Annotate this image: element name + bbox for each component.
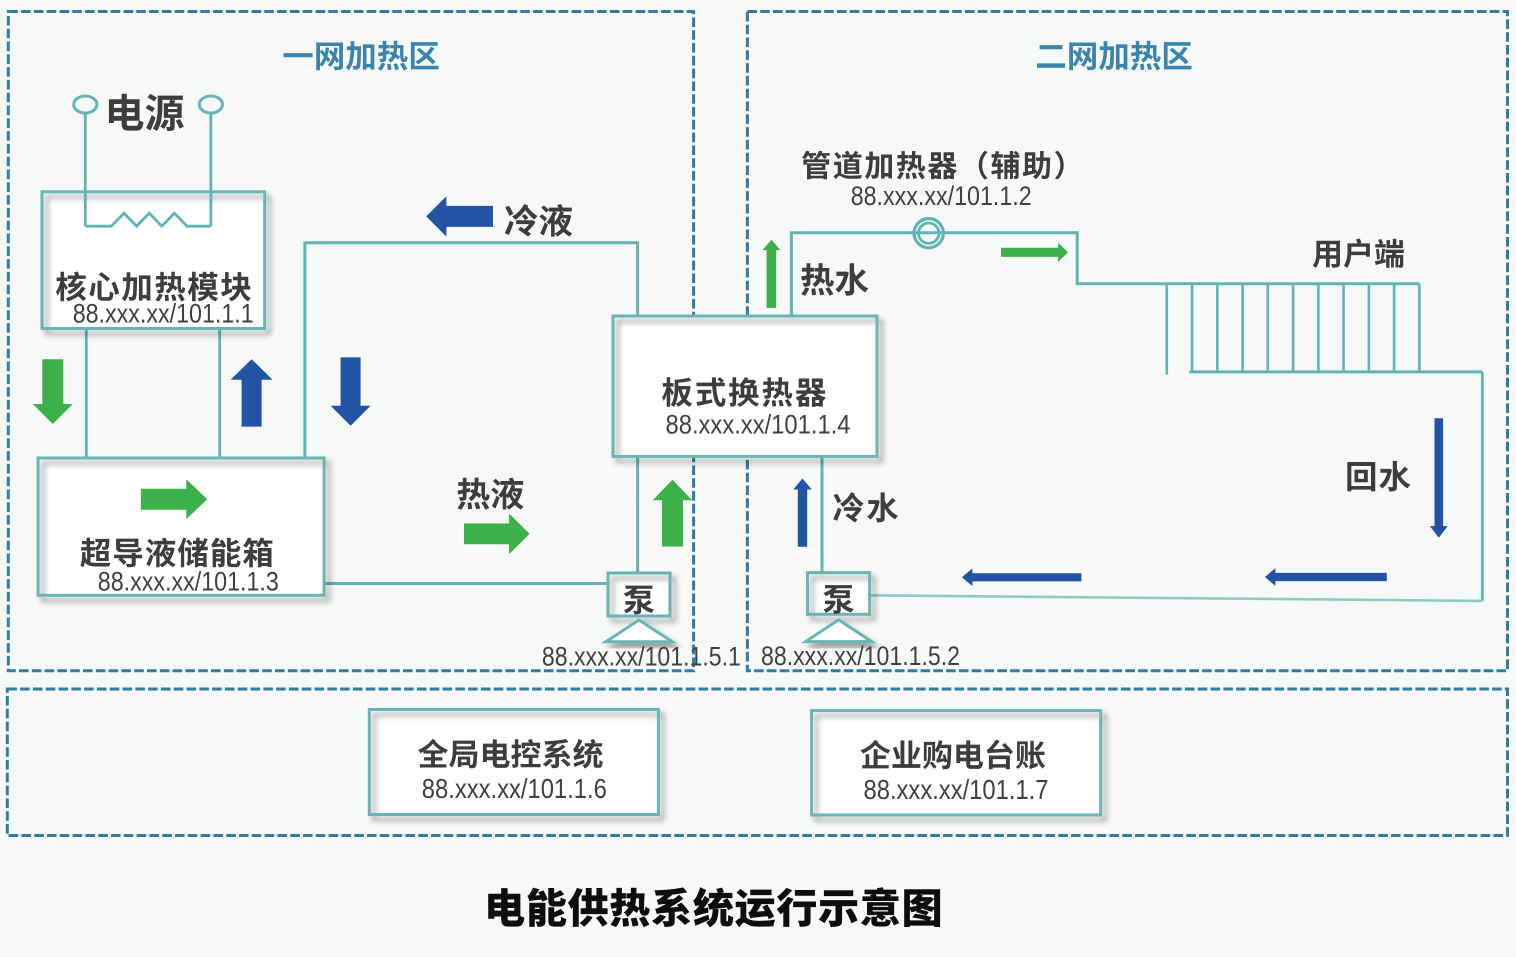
svg-text:88.xxx.xx/101.1.5.2: 88.xxx.xx/101.1.5.2 [761,641,960,671]
svg-text:88.xxx.xx/101.1.7: 88.xxx.xx/101.1.7 [864,774,1049,805]
svg-text:88.xxx.xx/101.1.6: 88.xxx.xx/101.1.6 [422,773,607,804]
svg-text:88.xxx.xx/101.1.4: 88.xxx.xx/101.1.4 [666,410,851,440]
svg-text:88.xxx.xx/101.1.2: 88.xxx.xx/101.1.2 [851,181,1032,211]
svg-text:88.xxx.xx/101.1.5.1: 88.xxx.xx/101.1.5.1 [542,642,741,672]
svg-text:88.xxx.xx/101.1.3: 88.xxx.xx/101.1.3 [98,567,279,597]
svg-text:88.xxx.xx/101.1.1: 88.xxx.xx/101.1.1 [73,299,254,329]
